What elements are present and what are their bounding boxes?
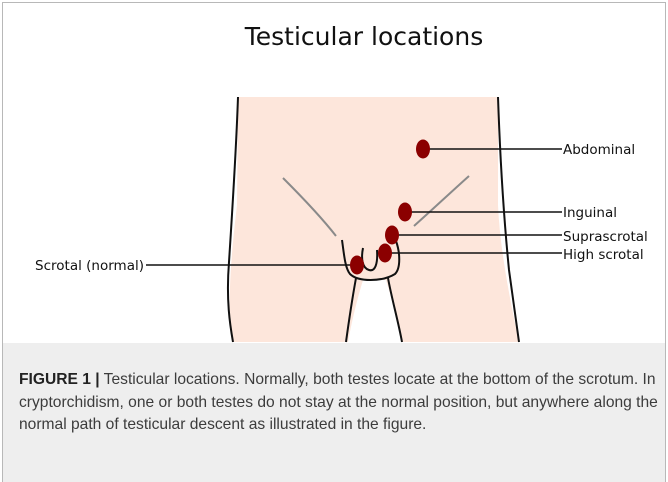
body-skin — [230, 97, 519, 342]
testis-scrotal-normal — [350, 256, 364, 275]
label-inguinal: Inguinal — [563, 205, 617, 221]
testis-suprascrotal — [385, 226, 399, 245]
label-scrotal-normal: Scrotal (normal) — [35, 258, 144, 274]
testis-abdominal — [416, 140, 430, 159]
caption-text: Testicular locations. Normally, both tes… — [19, 371, 658, 433]
label-suprascrotal: Suprascrotal — [563, 229, 648, 245]
testis-inguinal — [398, 203, 412, 222]
label-abdominal: Abdominal — [563, 142, 635, 158]
testicular-locations-diagram: Testicular locations Abdominal Inguinal … — [0, 0, 668, 345]
figure-title: Testicular locations — [244, 22, 483, 51]
testis-high-scrotal — [378, 244, 392, 263]
figure-caption: FIGURE 1 | Testicular locations. Normall… — [19, 369, 659, 437]
label-high-scrotal: High scrotal — [563, 247, 644, 263]
caption-label: FIGURE 1 | — [19, 371, 100, 388]
